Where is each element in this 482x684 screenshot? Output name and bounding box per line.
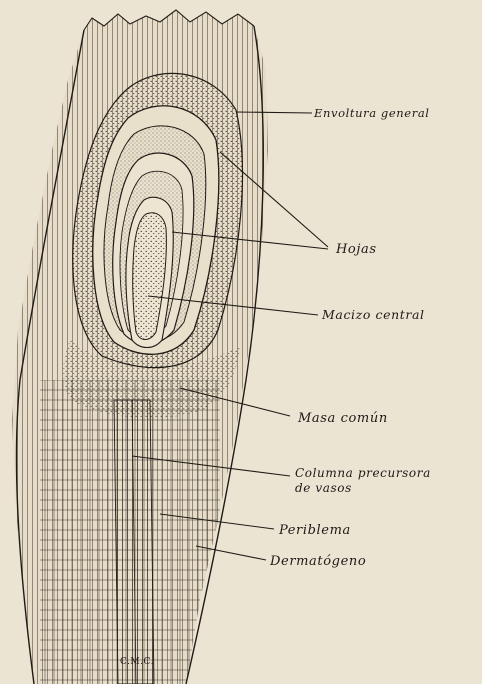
- label-dermatogeno: Dermatógeno: [270, 555, 366, 568]
- label-periblema: Periblema: [279, 524, 351, 537]
- label-involucro: Envoltura general: [314, 108, 430, 120]
- label-columna-line-2: de vasos: [295, 481, 431, 496]
- label-hojas: Hojas: [336, 243, 377, 256]
- label-masa-comun: Masa común: [298, 412, 388, 425]
- artist-signature: C.M.C.: [120, 658, 154, 667]
- label-macizo-central: Macizo central: [322, 309, 425, 322]
- label-columna-line-1: Columna precursora: [295, 466, 431, 481]
- label-columna-precursora: Columna precursora de vasos: [295, 466, 431, 496]
